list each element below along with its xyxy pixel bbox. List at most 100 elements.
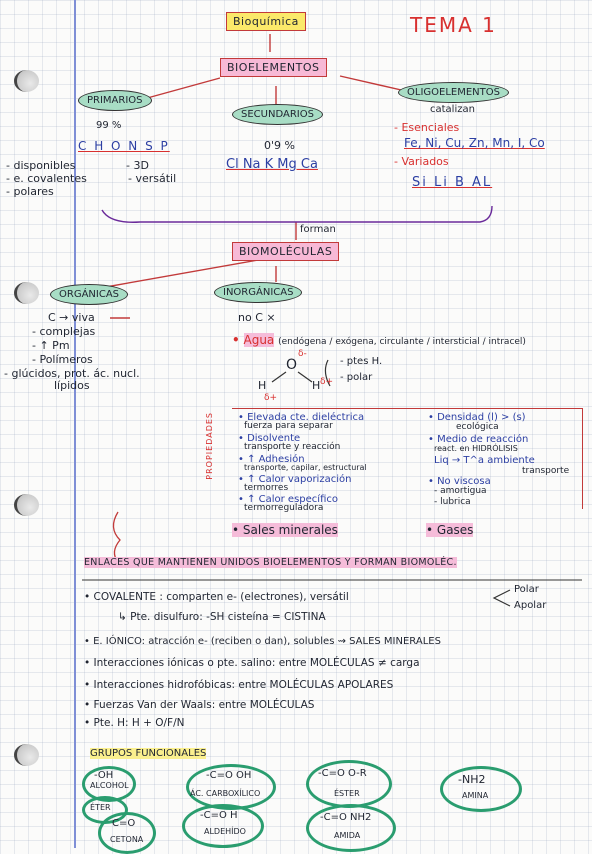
topic-box: Bioquímica — [226, 12, 306, 31]
left-prop: • ↑ Adhesión — [238, 454, 305, 465]
primarios-label: PRIMARIOS — [87, 95, 143, 106]
bioelementos-label: BIOELEMENTOS — [227, 61, 320, 74]
carboxilico-formula: -C=O OH — [206, 770, 252, 781]
properties-frame — [232, 408, 583, 509]
water-delta-minus: δ- — [298, 349, 307, 359]
forman-label: forman — [300, 224, 336, 235]
ester-name: ÉSTER — [334, 789, 360, 798]
enlace-row-ionico: • E. IÓNICO: atracción e- (reciben o dan… — [84, 636, 441, 647]
secundarios-percent: 0'9 % — [264, 139, 295, 152]
water-delta-plus-right: δ+ — [320, 377, 334, 387]
enlaces-title-text: ENLACES QUE MANTIENEN UNIDOS BIOELEMENTO… — [84, 557, 457, 568]
enlaces-title: ENLACES QUE MANTIENEN UNIDOS BIOELEMENTO… — [84, 557, 457, 568]
agua-ptes-h: - ptes H. — [340, 356, 383, 367]
ester-formula: -C=O O-R — [318, 768, 367, 779]
inorganicas-label: INORGÁNICAS — [223, 287, 294, 298]
biomoleculas-box: BIOMOLÉCULAS — [232, 242, 340, 261]
variados-label: - Variados — [394, 155, 449, 168]
enlace-row-disulfuro: ↳ Pte. disulfuro: -SH cisteína = CISTINA — [118, 611, 326, 623]
topic-label: Bioquímica — [233, 15, 299, 28]
left-prop: termorres — [244, 483, 289, 493]
inorganicas-no-c: no C × — [238, 311, 276, 324]
esenciales-label: - Esenciales — [394, 121, 460, 134]
variados-list: Si Li B AL — [412, 175, 493, 190]
right-prop: Liq → T^a ambiente — [434, 455, 535, 466]
enlace-row-pte-h: • Pte. H: H + O/F/N — [84, 717, 185, 729]
primarios-elements: C H O N S P — [78, 139, 170, 153]
left-prop: • Elevada cte. dieléctrica — [238, 412, 365, 423]
organicas-list: - glúcidos, prot. ác. nucl. — [4, 367, 140, 380]
organicas-prop-1: - complejas — [32, 325, 96, 338]
esenciales-list: Fe, Ni, Cu, Zn, Mn, I, Co — [404, 136, 545, 150]
water-delta-plus-left: δ+ — [264, 393, 278, 403]
bullet-icon: • — [232, 333, 240, 347]
right-prop: - amortigua — [434, 486, 487, 496]
aldehido-formula: -C=O H — [200, 810, 238, 821]
amida-name: AMIDA — [334, 831, 361, 840]
secundarios-elements: Cl Na K Mg Ca — [226, 157, 318, 172]
amina-circle — [440, 766, 522, 812]
sales-minerales: • Sales minerales — [232, 523, 338, 537]
amina-formula: -NH2 — [458, 773, 486, 786]
inorganicas-oval: INORGÁNICAS — [214, 282, 303, 303]
secundarios-oval: SECUNDARIOS — [232, 104, 323, 125]
biomoleculas-label: BIOMOLÉCULAS — [239, 245, 333, 258]
amida-formula: -C=O NH2 — [320, 812, 372, 823]
binder-hole — [14, 70, 39, 92]
organicas-prop-3: - Polímeros — [32, 353, 93, 366]
left-prop: • ↑ Calor vaporización — [238, 474, 352, 485]
organicas-prop-2: - ↑ Pm — [32, 339, 70, 352]
binder-hole — [14, 282, 39, 304]
left-prop: transporte y reacción — [244, 442, 341, 452]
water-hydrogen-left: H — [258, 379, 267, 392]
water-oxygen: O — [286, 357, 298, 373]
organicas-oval: ORGÁNICAS — [50, 284, 129, 305]
water-hydrogen-right: H — [312, 379, 321, 392]
cetona-name: CETONA — [110, 835, 144, 844]
alcohol-name: ALCOHOL — [90, 781, 129, 790]
primarios-prop-3: - polares — [6, 185, 54, 198]
gases-label: • Gases — [426, 523, 474, 537]
tema-title: TEMA 1 — [410, 13, 497, 37]
right-prop: react. en HIDRÓLISIS — [434, 444, 518, 453]
alcohol-formula: -OH — [94, 770, 114, 781]
primarios-oval: PRIMARIOS — [78, 90, 152, 111]
properties-side-label: PROPIEDADES — [205, 412, 214, 480]
left-prop: • Disolvente — [238, 433, 301, 444]
organicas-list-2: lípidos — [54, 379, 90, 392]
primarios-percent: 99 % — [96, 120, 122, 131]
carboxilico-name: ÁC. CARBOXÍLICO — [190, 789, 261, 798]
left-prop: termorreguladora — [244, 503, 324, 513]
cetona-formula: C=O — [112, 818, 136, 829]
right-prop: • Densidad (l) > (s) — [428, 412, 526, 423]
right-prop: ecológica — [456, 422, 499, 432]
enlace-row-hidrofobicas: • Interacciones hidrofóbicas: entre MOLÉ… — [84, 679, 394, 691]
left-prop: transporte, capilar, estructural — [244, 463, 367, 472]
agua-label: Agua — [243, 333, 275, 347]
binder-hole — [14, 494, 39, 516]
left-prop: • ↑ Calor específico — [238, 494, 338, 505]
enlace-row-ionicas: • Interacciones iónicas o pte. salino: e… — [84, 657, 420, 669]
agua-row: • Agua (endógena / exógena, circulante /… — [232, 333, 526, 348]
eter-name: ÉTER — [90, 803, 111, 812]
agua-polar: - polar — [340, 372, 373, 383]
oligo-label: OLIGOELEMENTOS — [407, 87, 500, 98]
grupos-title-text: GRUPOS FUNCIONALES — [90, 748, 207, 759]
secundarios-label: SECUNDARIOS — [241, 109, 314, 120]
aldehido-name: ALDEHÍDO — [204, 827, 246, 836]
agua-types: (endógena / exógena, circulante / inters… — [278, 337, 526, 347]
apolar-label: Apolar — [514, 600, 547, 611]
binder-hole — [14, 744, 39, 766]
enlace-row-vanderwaals: • Fuerzas Van der Waals: entre MOLÉCULAS — [84, 699, 315, 711]
left-prop: fuerza para separar — [244, 421, 333, 431]
right-prop: transporte — [522, 466, 570, 476]
sales-label: • Sales minerales — [232, 523, 338, 537]
enlace-row-covalente: • COVALENTE : comparten e- (electrones),… — [84, 591, 349, 603]
primarios-prop-2: - e. covalentes — [6, 172, 87, 185]
organicas-label: ORGÁNICAS — [59, 289, 120, 300]
organicas-c-viva: C → viva — [48, 311, 95, 324]
primarios-prop-4: - 3D — [126, 159, 149, 172]
grupos-title: GRUPOS FUNCIONALES — [90, 748, 207, 759]
primarios-prop-1: - disponibles — [6, 159, 76, 172]
right-prop: • Medio de reacción — [428, 434, 529, 445]
